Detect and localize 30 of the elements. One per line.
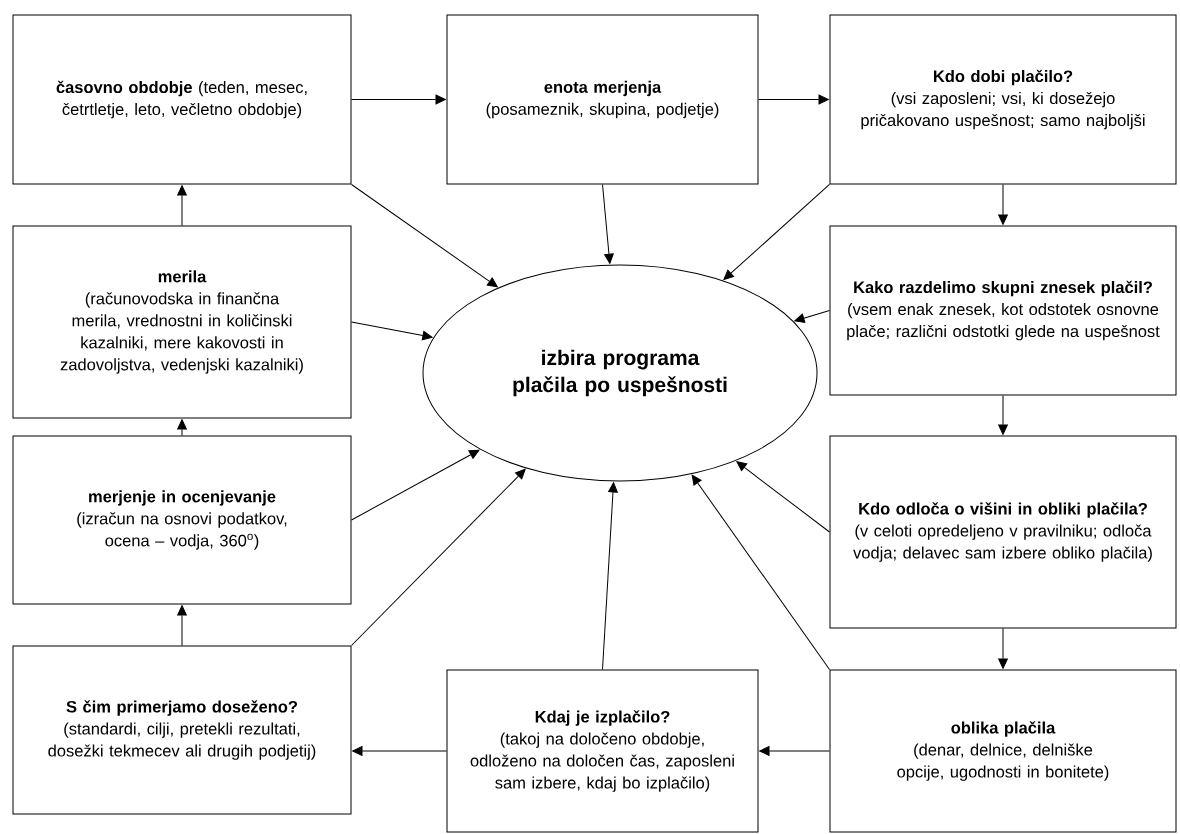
arrow	[177, 605, 187, 646]
arrow	[351, 321, 433, 341]
arrow	[723, 184, 830, 281]
arrow	[691, 474, 830, 670]
arrow	[736, 461, 830, 533]
arrow	[759, 746, 830, 756]
text-box: Kdo odloča o višini in obliki plačila? (v celoti opredeljeno v pravilniku; odloča vodja; delavec sam izbere obliko plačila)	[829, 435, 1177, 629]
arrow	[794, 310, 830, 323]
arrow	[351, 184, 498, 288]
arrow	[177, 185, 187, 226]
text-box: časovno obdobje (teden, mesec, četrtletje, leto, večletno obdobje)	[12, 14, 352, 185]
arrow	[351, 94, 446, 105]
text-box: S čim primerjamo doseženo? (standardi, cilji, pretekli rezultati, dosežki tekmecev ali drugih podjetij)	[12, 645, 352, 815]
text-box: enota merjenja (posameznik, skupina, podjetje)	[446, 14, 759, 185]
text-box: Kdo dobi plačilo? (vsi zaposleni; vsi, ki dosežejo pričakovano uspešnost; samo najboljši	[829, 14, 1177, 185]
arrow	[998, 184, 1008, 225]
arrow	[998, 628, 1008, 669]
arrow	[602, 482, 618, 670]
arrow	[602, 184, 614, 264]
text-box: Kako razdelimo skupni znesek plačil? (vsem enak znesek, kot odstotek osnovne plače; različni odstotki glede na uspešnost	[829, 225, 1177, 396]
arrow	[351, 449, 480, 521]
text-box: Kdaj je izplačilo? (takoj na določeno obdobje, odloženo na določen čas, zaposleni sam izbere, kdaj bo izplačilo)	[446, 669, 759, 833]
text-box: merila (računovodska in finančna merila, vrednostni in količinski kazalniki, mere kakovosti in zadovoljstva, vedenjski kazalniki)	[12, 225, 352, 419]
arrow	[351, 468, 526, 646]
arrow	[177, 419, 187, 436]
text-box: merjenje in ocenjevanje (izračun na osnovi podatkov, ocena – vodja, 360$^{o}$)	[12, 435, 352, 605]
text-box: oblika plačila (denar, delnice, delniške opcije, ugodnosti in bonitete)	[829, 669, 1177, 833]
arrow	[352, 746, 447, 756]
arrow	[758, 94, 829, 105]
arrow	[998, 395, 1008, 435]
